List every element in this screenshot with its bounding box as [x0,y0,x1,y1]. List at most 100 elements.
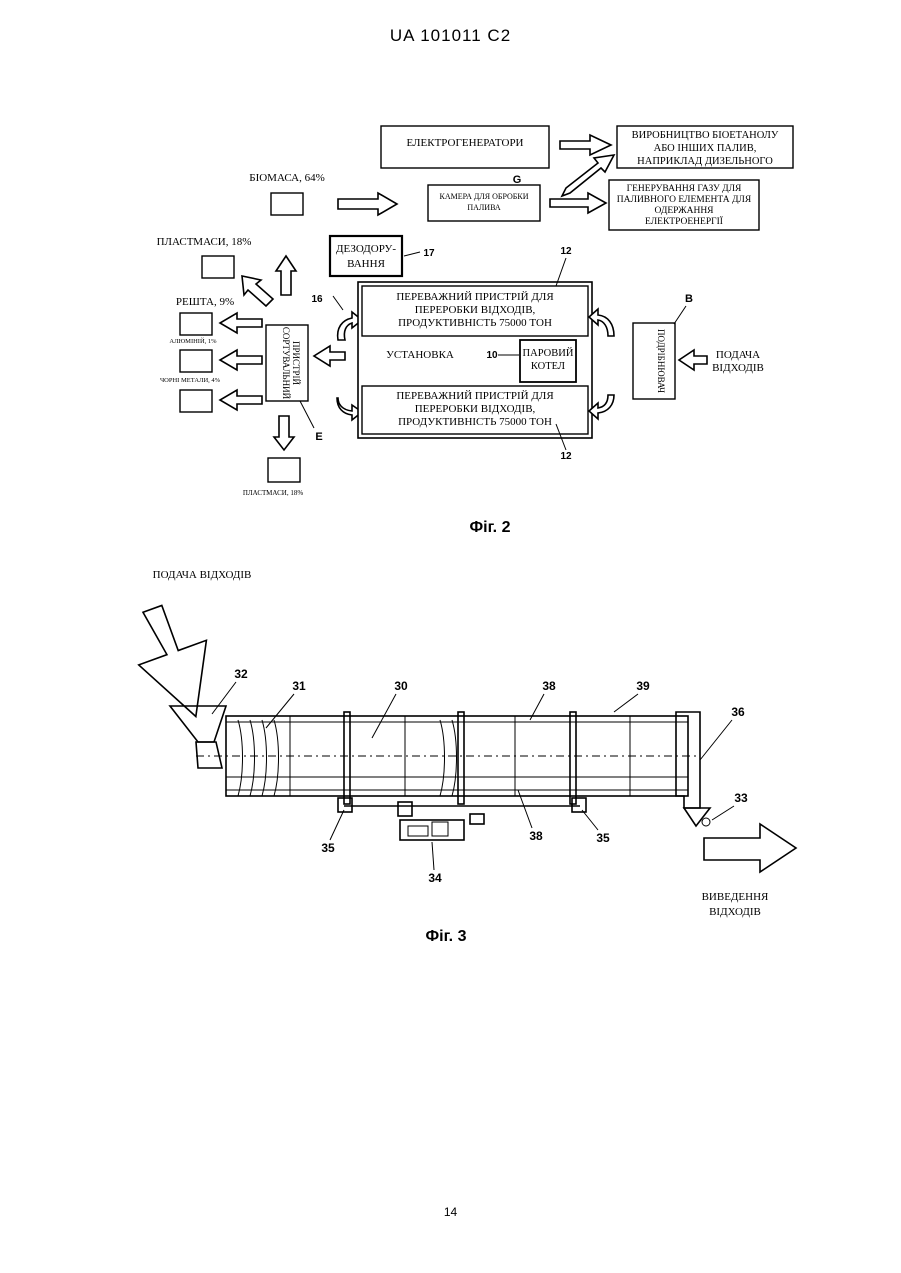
ref-12-top: 12 [560,246,572,257]
ref-33: 33 [734,791,748,805]
gas-gen-line-2: ПАЛИВНОГО ЕЛЕМЕНТА ДЛЯ [617,195,752,205]
ref-38-top: 38 [542,679,556,693]
hopper-throat [196,742,222,768]
input-arrow [122,595,229,729]
motor [408,826,428,836]
ref-35-right: 35 [596,831,610,845]
plastics-top-box [202,256,234,278]
outlet-chute-33 [684,808,710,826]
bioethanol-line-1: ВИРОБНИЦТВО БІОЕТАНОЛУ [632,130,779,141]
gas-gen-line-3: ОДЕРЖАННЯ [654,206,714,216]
figure-3: ПОДАЧА ВІДХОДІВ [122,569,796,945]
sorter-line-1: СОРТУВАЛЬНИЙ [281,327,291,400]
aluminium-label: АЛЮМІНІЙ, 1% [169,337,217,345]
leader-35-right [582,810,598,830]
spiral-31 [238,720,279,796]
leader-39 [614,694,638,712]
leader-16 [333,296,343,310]
ref-g: G [513,174,522,186]
leader-e [300,401,314,428]
arrow-to-bioethanol [562,155,614,196]
deodor-line-1: ДЕЗОДОРУ- [336,243,396,255]
leader-34 [432,842,434,870]
rest-label: РЕШТА, 9% [176,296,234,308]
rest-box [180,313,212,335]
gas-gen-line-1: ГЕНЕРУВАННЯ ГАЗУ ДЛЯ [627,184,742,194]
arrow-to-gas-gen [550,193,606,213]
arrow-diag-plastics [242,276,273,306]
ref-e: E [315,431,322,443]
leader-32 [212,682,236,714]
arrow-to-ferrous [220,390,262,410]
ref-30: 30 [394,679,408,693]
processor-top-line-1: ПЕРЕВАЖНИЙ ПРИСТРІЙ ДЛЯ [396,291,554,303]
drum-body [226,716,688,796]
gas-gen-line-4: ЕЛЕКТРОЕНЕРГІЇ [645,215,723,227]
plastics-bottom-box [268,458,300,482]
figure-2: ЕЛЕКТРОГЕНЕРАТОРИ ВИРОБНИЦТВО БІОЕТАНОЛУ… [157,126,793,536]
fig3-caption: Фіг. 3 [426,928,467,945]
output-line-2: ВІДХОДІВ [709,906,761,918]
processor-top-line-3: ПРОДУКТИВНІСТЬ 75000 ТОН [398,317,552,329]
support-1 [398,802,412,816]
leader-17 [404,252,420,256]
arrow-to-rest [220,313,262,333]
biomass-box [271,193,303,215]
chamber-line-2: ПАЛИВА [467,203,501,212]
leader-33 [712,806,734,820]
ref-39: 39 [636,679,650,693]
spiral-mid [440,720,457,796]
support-2 [470,814,484,824]
output-line-1: ВИВЕДЕННЯ [702,891,769,903]
boiler-line-1: ПАРОВИЙ [523,347,574,359]
chamber-line-1: КАМЕРА ДЛЯ ОБРОБКИ [440,192,529,201]
plastics-top-label: ПЛАСТМАСИ, 18% [157,236,252,248]
arrow-up-plastics [276,256,296,295]
processor-top-line-2: ПЕРЕРОБКИ ВІДХОДІВ, [415,304,536,316]
feed-label: ПОДАЧА ВІДХОДІВ [153,569,252,581]
electrogenerators-label: ЕЛЕКТРОГЕНЕРАТОРИ [406,137,523,149]
waste-feed-line-2: ВІДХОДІВ [712,362,764,374]
fig2-caption: Фіг. 2 [470,519,511,536]
ref-36: 36 [731,705,745,719]
bioethanol-line-2: АБО ІНШИХ ПАЛИВ, [654,143,757,154]
outlet-valve [702,818,710,826]
biomass-label: БІОМАСА, 64% [249,172,325,184]
arrow-feed-to-shredder [679,350,707,370]
processor-bottom-line-3: ПРОДУКТИВНІСТЬ 75000 ТОН [398,416,552,428]
bioethanol-line-3: НАПРИКЛАД ДИЗЕЛЬНОГО [637,156,773,167]
aluminium-box [180,350,212,372]
output-arrow [704,824,796,872]
leader-35-left [330,810,344,840]
arrow-to-sorter [314,346,345,366]
ref-34: 34 [428,871,442,885]
shredder-box [633,323,675,399]
sorter-line-2: ПРИСТРІЙ [291,341,301,386]
processor-bottom-line-2: ПЕРЕРОБКИ ВІДХОДІВ, [415,403,536,415]
plastics-bottom-label: ПЛАСТМАСИ, 18% [243,489,304,497]
gearbox [432,822,448,836]
leader-36 [700,720,732,760]
arrow-biomass-to-chamber [338,193,397,215]
waste-feed-line-1: ПОДАЧА [716,349,760,361]
processor-bottom-line-1: ПЕРЕВАЖНИЙ ПРИСТРІЙ ДЛЯ [396,390,554,402]
ref-32: 32 [234,667,248,681]
boiler-line-2: КОТЕЛ [531,361,565,372]
deodorization-box [330,236,402,276]
ref-31: 31 [292,679,306,693]
ref-10: 10 [486,350,498,361]
installation-label: УСТАНОВКА [386,349,454,361]
ferrous-box [180,390,212,412]
ref-12-bottom: 12 [560,451,572,462]
ref-16: 16 [311,294,323,305]
page-number: 14 [0,1205,901,1219]
ref-17: 17 [423,248,435,259]
ref-38-bottom: 38 [529,829,543,843]
arrow-down-plastics [274,416,294,450]
leader-b [674,306,686,324]
shredder-label: ПОДРІБНЮВАЧ [656,329,666,393]
roller-right [572,798,586,812]
arrow-to-generators [560,135,611,155]
ref-35-left: 35 [321,841,335,855]
